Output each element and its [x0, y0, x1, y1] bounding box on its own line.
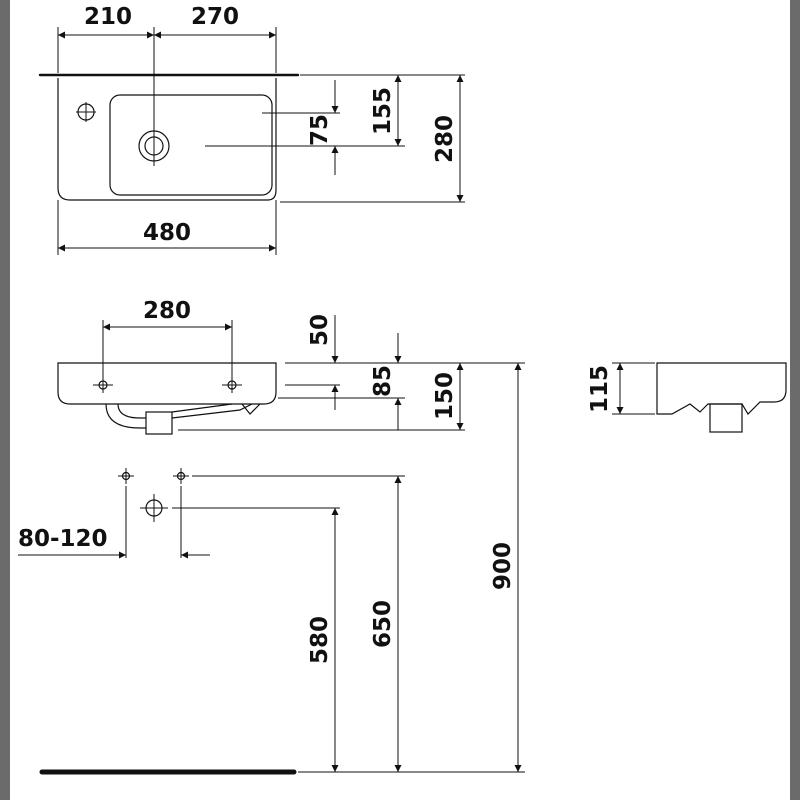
siphon — [105, 403, 146, 429]
supply-left-icon — [118, 468, 134, 484]
dim-top-to-base: 85 — [370, 365, 396, 397]
dim-supply-spacing: 80-120 — [18, 526, 108, 552]
dim-drain-offset: 75 — [307, 114, 333, 146]
right-border — [790, 0, 800, 800]
left-border — [0, 0, 10, 800]
wall-view: 80-120 580 650 — [18, 468, 525, 775]
dim-mounting-height: 900 — [490, 542, 516, 590]
dim-overall-depth: 280 — [432, 115, 458, 163]
dim-width-right: 270 — [191, 4, 239, 30]
fixing-hole-left — [93, 377, 113, 393]
supply-right-icon — [173, 468, 189, 484]
dim-depth-to-drain: 155 — [370, 87, 396, 135]
top-view-outline — [57, 78, 277, 201]
side-view-outline — [656, 362, 787, 415]
dim-width-left: 210 — [84, 4, 132, 30]
side-view: 115 — [587, 362, 787, 433]
side-drain-pipe — [709, 403, 743, 433]
front-view-outline — [57, 362, 277, 405]
dim-top-to-hole: 50 — [307, 314, 333, 346]
dim-drain-height: 580 — [307, 616, 333, 664]
front-view: 280 50 85 150 900 — [57, 298, 525, 772]
dim-overall-height: 150 — [432, 372, 458, 420]
fixing-hole-right — [222, 377, 242, 393]
drain-pipe — [145, 411, 173, 435]
dim-side-height: 115 — [587, 365, 613, 413]
dim-supply-height: 650 — [370, 600, 396, 648]
top-view: 210 270 480 75 155 280 — [38, 4, 465, 255]
basin-bowl-top — [109, 94, 273, 196]
dim-hole-spacing: 280 — [143, 298, 191, 324]
dim-overall-width: 480 — [143, 220, 191, 246]
waste-outlet-icon — [140, 494, 168, 522]
